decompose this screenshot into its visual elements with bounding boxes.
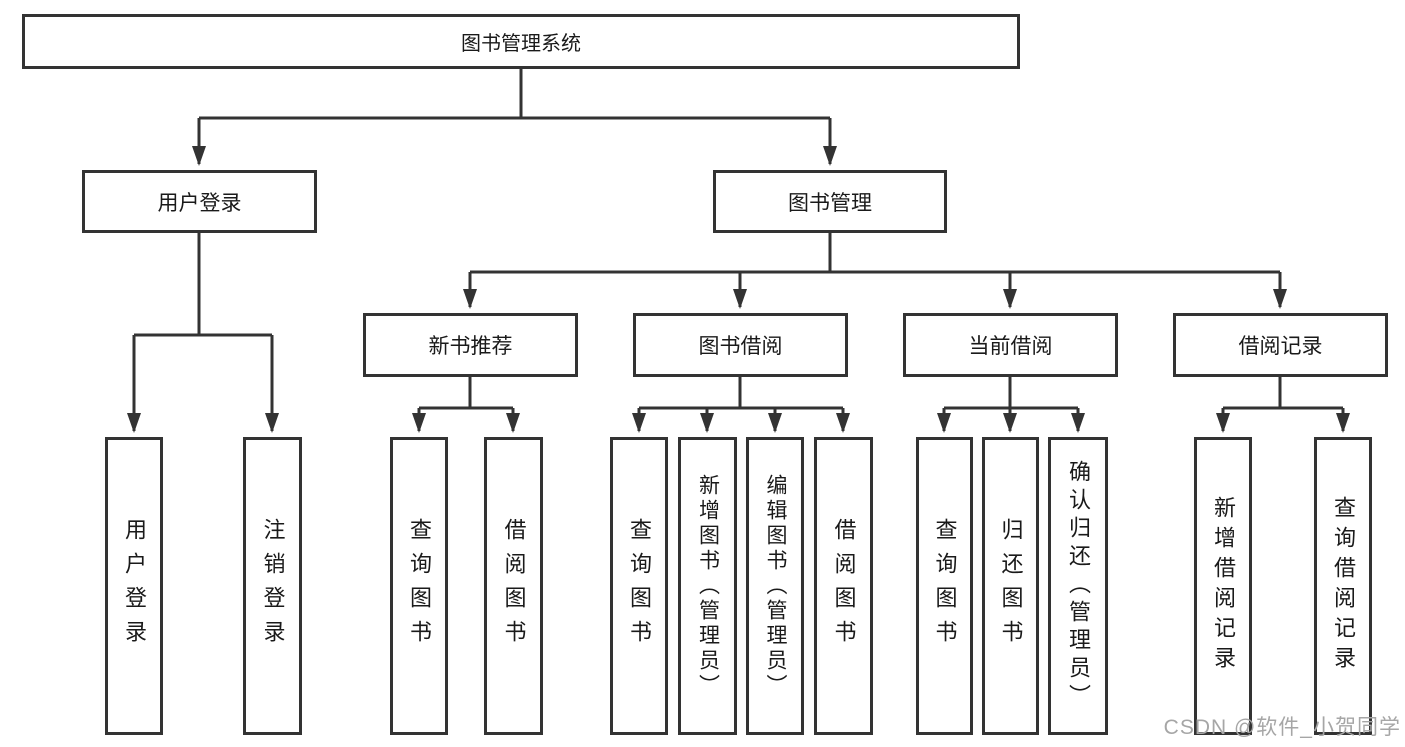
- leaf-logout: 注销登录: [243, 437, 302, 735]
- node-new-book-recommend: 新书推荐: [363, 313, 578, 377]
- leaf-add-borrow-record: 新增借阅记录: [1194, 437, 1252, 735]
- node-borrow-records: 借阅记录: [1173, 313, 1388, 377]
- leaf-query-borrow-record: 查询借阅记录: [1314, 437, 1372, 735]
- leaf-return-books: 归还图书: [982, 437, 1039, 735]
- leaf-query-books-borrow: 查询图书: [610, 437, 668, 735]
- leaf-confirm-return-admin: 确认归还（管理员）: [1048, 437, 1108, 735]
- node-book-management: 图书管理: [713, 170, 947, 233]
- leaf-borrow-books-recommend: 借阅图书: [484, 437, 543, 735]
- leaf-add-books-admin: 新增图书（管理员）: [678, 437, 737, 735]
- leaf-user-login: 用户登录: [105, 437, 163, 735]
- leaf-edit-books-admin: 编辑图书（管理员）: [746, 437, 804, 735]
- leaf-query-books-recommend: 查询图书: [390, 437, 448, 735]
- node-user-login: 用户登录: [82, 170, 317, 233]
- node-current-borrow: 当前借阅: [903, 313, 1118, 377]
- leaf-query-books-current: 查询图书: [916, 437, 973, 735]
- node-book-borrow: 图书借阅: [633, 313, 848, 377]
- csdn-watermark: CSDN @软件_小贺同学: [1163, 716, 1401, 739]
- node-library-management-system: 图书管理系统: [22, 14, 1020, 69]
- leaf-borrow-books: 借阅图书: [814, 437, 873, 735]
